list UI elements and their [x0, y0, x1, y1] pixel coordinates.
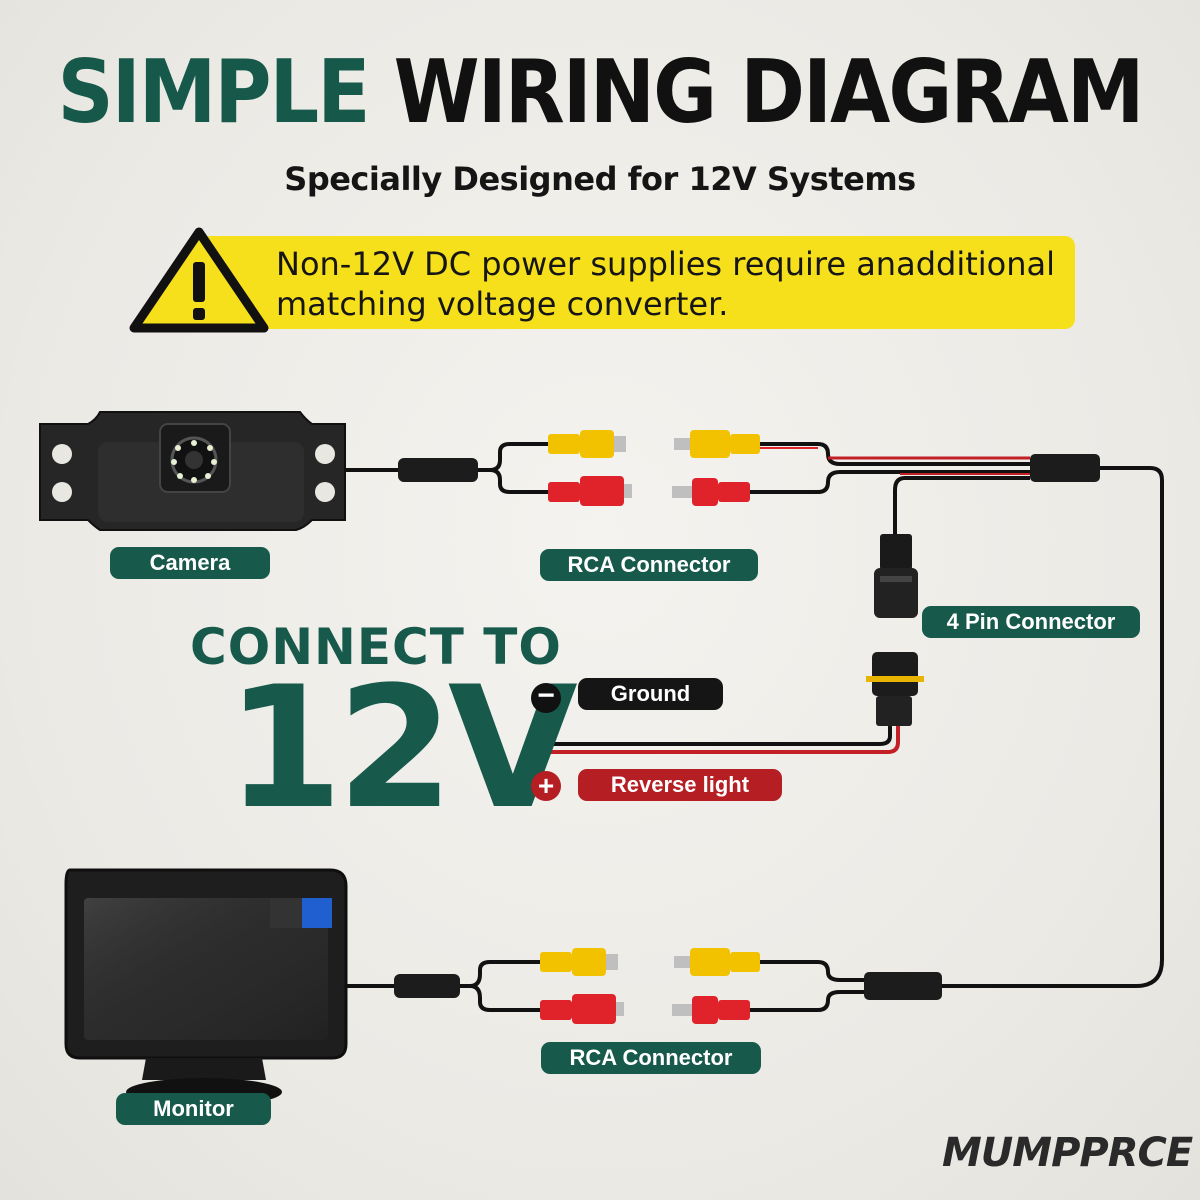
label-ground: Ground	[578, 678, 723, 710]
label-four-pin-connector: 4 Pin Connector	[922, 606, 1140, 638]
rca-female-red-top	[548, 476, 632, 506]
brand-logo: MUMPPRCE	[942, 1130, 1193, 1176]
label-rca-connector-top: RCA Connector	[540, 549, 758, 581]
monitor-illustration	[64, 868, 348, 1106]
four-pin-connector-female	[866, 652, 924, 726]
voltage-heading: 12V	[226, 650, 578, 846]
subtitle: Specially Designed for 12V Systems	[284, 160, 916, 198]
warning-text: Non-12V DC power supplies require anaddi…	[276, 245, 1055, 323]
page-title: SIMPLE WIRING DIAGRAM	[0, 43, 1200, 144]
rca-male-yellow-top	[674, 430, 760, 458]
rca-male-red-top	[672, 478, 750, 506]
rca-female-yellow-bottom	[540, 948, 618, 976]
main-extension-cable	[940, 466, 1164, 988]
title-word-simple: SIMPLE	[57, 42, 371, 144]
reverse-plus-icon: +	[531, 771, 561, 801]
rca-female-yellow-top	[548, 430, 626, 458]
ground-minus-icon: −	[531, 681, 561, 713]
warning-banner	[200, 236, 1075, 329]
connect-to-heading: CONNECT TO	[190, 618, 562, 676]
title-word-wiring-diagram: WIRING DIAGRAM	[393, 42, 1145, 144]
label-rca-connector-bottom: RCA Connector	[541, 1042, 761, 1074]
four-pin-connector-body	[874, 534, 918, 618]
label-reverse-light: Reverse light	[578, 769, 782, 801]
rca-male-yellow-bottom	[674, 948, 760, 976]
label-camera: Camera	[110, 547, 270, 579]
label-monitor: Monitor	[116, 1093, 271, 1125]
camera-illustration	[39, 411, 346, 531]
rca-male-red-bottom	[672, 996, 750, 1024]
rca-female-red-bottom	[540, 994, 624, 1024]
warning-triangle-icon	[129, 227, 269, 333]
